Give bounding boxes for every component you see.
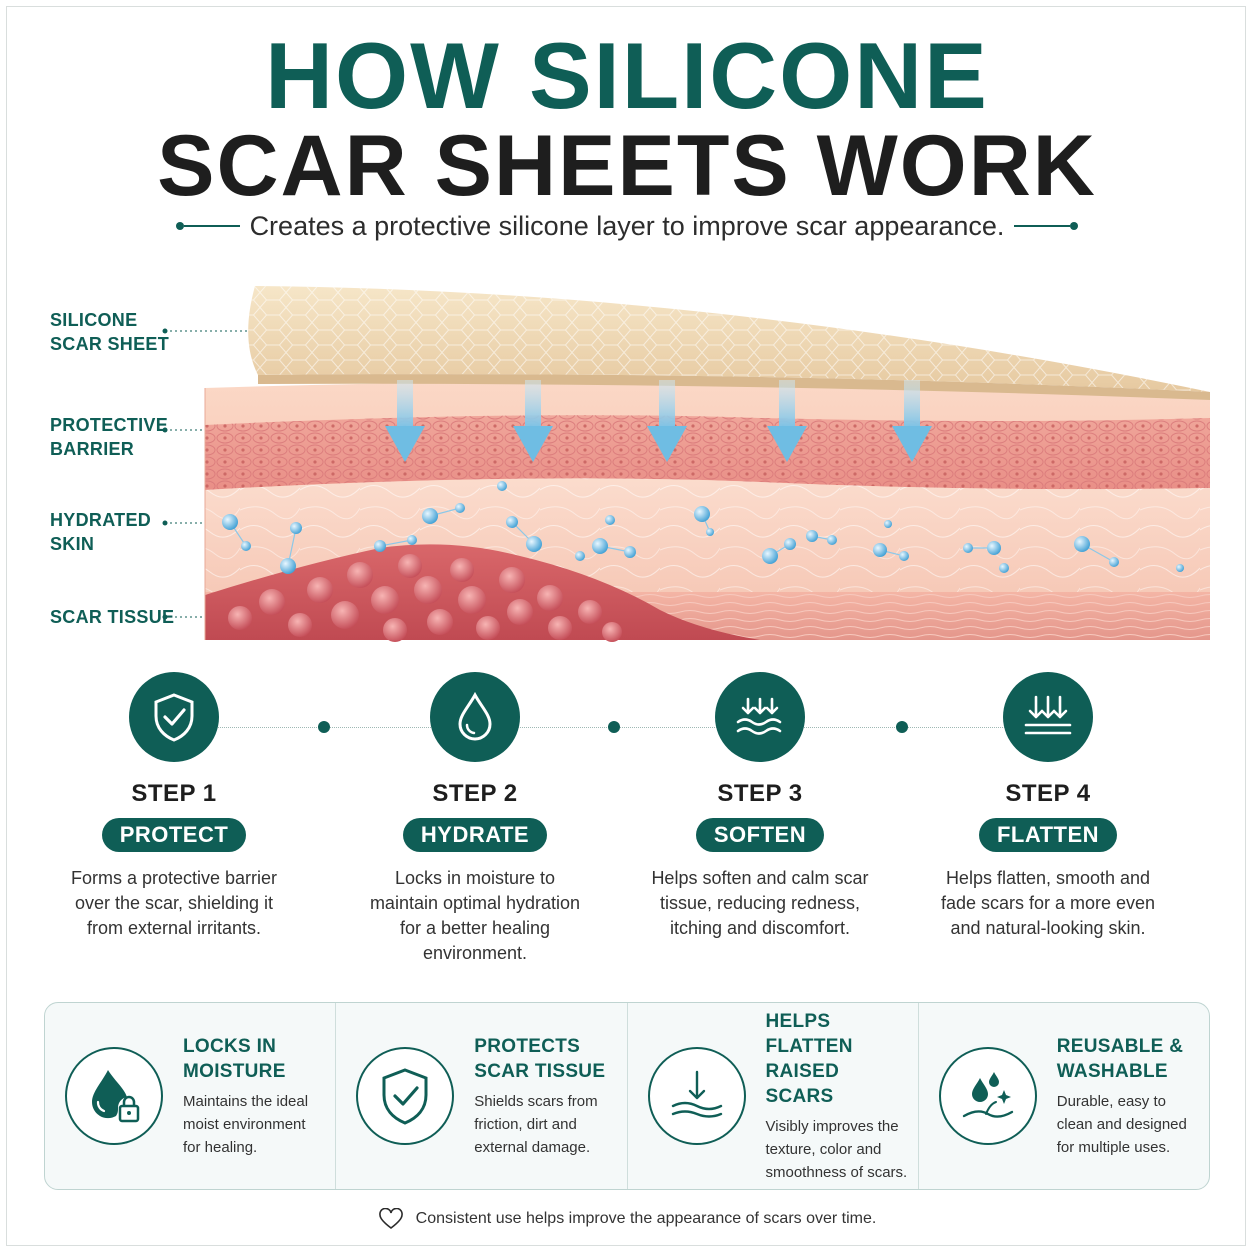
skin-cross-section-diagram	[162, 286, 1210, 642]
step-description: Forms a protective barrier over the scar…	[70, 868, 278, 938]
heart-icon	[378, 1208, 403, 1230]
subtitle: Creates a protective silicone layer to i…	[249, 210, 1005, 241]
arrows-waves-icon	[715, 672, 805, 762]
subtitle-rule-left	[175, 222, 240, 230]
scar-cells	[228, 554, 622, 642]
label-scar-tissue: SCAR TISSUE	[50, 607, 175, 627]
step-number: STEP 2	[432, 780, 518, 807]
step-name-badge: HYDRATE	[402, 818, 548, 852]
benefit-description: Shields scars from friction, dirt and ex…	[474, 1092, 598, 1156]
shield-check-icon	[129, 672, 219, 762]
step-1: STEP 1 PROTECT Forms a protective barrie…	[44, 672, 304, 941]
benefit-title: REUSABLE &WASHABLE	[1056, 1035, 1184, 1082]
step-4: STEP 4 FLATTEN Helps flatten, smooth and…	[918, 672, 1178, 941]
step-number: STEP 1	[131, 780, 217, 807]
subtitle-rule-right	[1014, 222, 1079, 230]
step-3: STEP 3 SOFTEN Helps soften and calm scar…	[630, 672, 890, 941]
arrow-down-waves-icon	[647, 1047, 746, 1145]
drop-lock-icon	[65, 1047, 163, 1145]
silicone-sheet	[248, 286, 1210, 400]
footer-note: Consistent use helps improve the appeara…	[0, 1208, 1254, 1230]
arrows-flat-icon	[1003, 672, 1093, 762]
step-name-badge: PROTECT	[101, 818, 247, 852]
step-description: Helps flatten, smooth and fade scars for…	[940, 868, 1156, 938]
shield-check-icon	[356, 1047, 455, 1145]
benefit-description: Visibly improves the texture, color and …	[765, 1117, 908, 1181]
benefit-reusable-washable: REUSABLE &WASHABLE Durable, easy to clea…	[919, 1003, 1209, 1189]
steps-connector-dot	[318, 721, 330, 733]
steps-connector-dot	[896, 721, 908, 733]
water-drop-icon	[430, 672, 520, 762]
subtitle-row: Creates a protective silicone layer to i…	[0, 206, 1254, 246]
step-description: Locks in moisture to maintain optimal hy…	[369, 868, 581, 963]
title-line-2: SCAR SHEETS WORK	[157, 118, 1097, 214]
drops-sparkle-icon	[938, 1047, 1037, 1145]
step-name-badge: FLATTEN	[978, 818, 1118, 852]
step-number: STEP 3	[717, 780, 803, 807]
footer-text: Consistent use helps improve the appeara…	[415, 1210, 877, 1227]
step-number: STEP 4	[1005, 780, 1091, 807]
benefit-description: Durable, easy to clean and designed for …	[1056, 1092, 1187, 1156]
step-description: Helps soften and calm scar tissue, reduc…	[651, 868, 869, 938]
benefit-description: Maintains the ideal moist environment fo…	[183, 1092, 309, 1156]
penetration-arrows	[385, 380, 932, 462]
page-frame	[6, 6, 1246, 1246]
title-line-1: HOW SILICONE	[265, 23, 989, 128]
step-2: STEP 2 HYDRATE Locks in moisture to main…	[345, 672, 605, 966]
step-name-badge: SOFTEN	[695, 818, 825, 852]
steps-connector-dot	[608, 721, 620, 733]
